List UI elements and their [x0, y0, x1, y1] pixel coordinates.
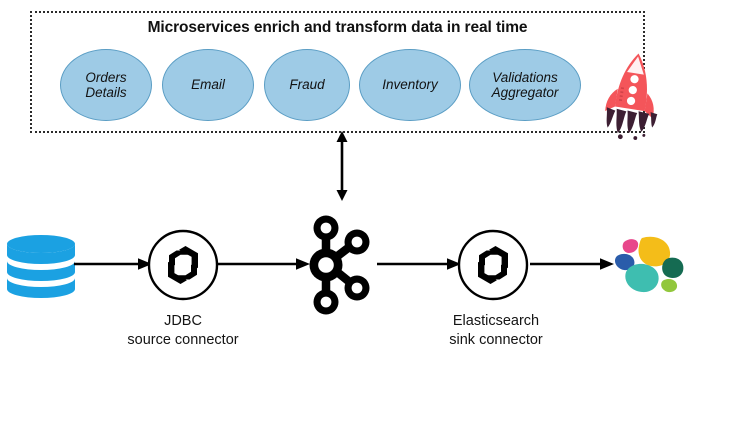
- service-label-line: Validations: [492, 69, 558, 85]
- elasticsearch-sink-connector-label: Elasticsearch sink connector: [386, 312, 606, 349]
- label-line: source connector: [127, 331, 239, 348]
- microservice-fraud[interactable]: Fraud: [264, 49, 350, 121]
- microservices-title: Microservices enrich and transform data …: [147, 19, 528, 36]
- service-label-line: Details: [85, 85, 127, 100]
- service-label-line: Fraud: [289, 77, 325, 93]
- service-label-line: Aggregator: [491, 85, 559, 100]
- service-label-line: Inventory: [382, 77, 438, 93]
- microservices-list: Orders Details Email Fraud Inventory: [46, 49, 581, 121]
- microservice-inventory[interactable]: Inventory: [359, 49, 461, 121]
- bidirectional-arrow-icon: [322, 130, 362, 202]
- database-cylinder-icon: [5, 231, 77, 299]
- microservice-validations-aggregator[interactable]: Validations Aggregator: [469, 49, 581, 121]
- jdbc-source-connector-label: JDBC source connector: [73, 312, 293, 349]
- label-line: sink connector: [449, 331, 543, 348]
- arrow-right-icon: [530, 256, 614, 272]
- rocket-icon: [597, 49, 667, 141]
- label-line: Elasticsearch: [452, 313, 540, 329]
- microservice-email[interactable]: Email: [162, 49, 254, 121]
- label-line: JDBC: [164, 313, 202, 329]
- microservice-orders-details[interactable]: Orders Details: [60, 49, 152, 121]
- arrow-right-icon: [74, 256, 152, 272]
- connector-logo-icon-jdbc[interactable]: [147, 229, 219, 301]
- connector-logo-icon-elasticsearch[interactable]: [457, 229, 529, 301]
- service-label-line: Orders: [85, 69, 127, 85]
- arrow-right-icon: [377, 256, 461, 272]
- service-label-line: Email: [191, 77, 225, 93]
- kafka-logo-icon: [305, 209, 377, 319]
- microservices-container: Microservices enrich and transform data …: [30, 11, 658, 140]
- arrow-right-icon: [218, 256, 310, 272]
- elastic-logo-icon: [608, 232, 686, 296]
